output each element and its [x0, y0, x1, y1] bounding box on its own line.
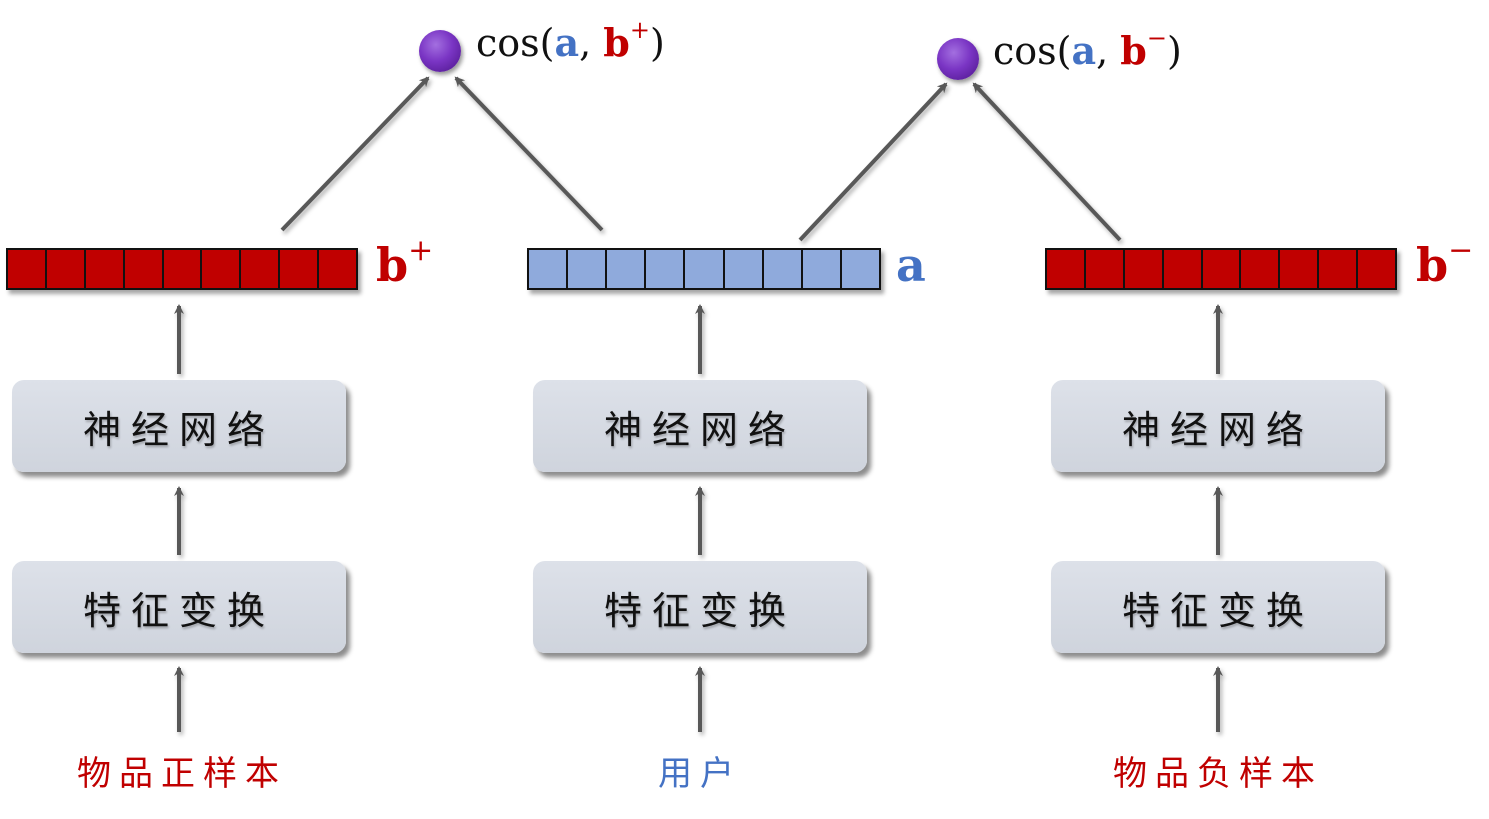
- vector-cell: [47, 250, 86, 288]
- vector-cell: [529, 250, 569, 288]
- vector-cell: [164, 250, 203, 288]
- vector-cell: [1047, 250, 1086, 288]
- vector-a-label: a: [896, 242, 926, 288]
- neural-network-box-user: 神经网络: [533, 380, 867, 472]
- feature-transform-box-positive: 特征变换: [12, 561, 346, 653]
- vector-cell: [764, 250, 803, 288]
- feature-transform-box-negative: 特征变换: [1051, 561, 1385, 653]
- arrow-bminus-to-cos-negative: [972, 82, 1122, 242]
- arg-b: b: [1120, 28, 1147, 73]
- input-label-positive-item: 物品正样本: [77, 754, 287, 794]
- vector-name: b: [376, 238, 409, 292]
- paren-open: (: [1056, 29, 1072, 73]
- vector-cell: [86, 250, 125, 288]
- box-label: 特征变换: [82, 588, 275, 633]
- box-label: 神经网络: [1121, 407, 1314, 452]
- vector-name: b: [1416, 238, 1449, 292]
- arrow-a-to-cos-positive: [454, 76, 604, 232]
- vector-cell: [8, 250, 47, 288]
- cos-positive-node: [419, 30, 461, 72]
- vector-cell: [725, 250, 764, 288]
- cos-func: cos: [993, 29, 1057, 73]
- vector-a: [527, 248, 881, 290]
- cos-negative-node: [937, 38, 979, 80]
- vector-cell: [607, 250, 647, 288]
- cos-func: cos: [476, 21, 540, 65]
- input-label-negative-item: 物品负样本: [1113, 754, 1323, 794]
- vector-cell: [1241, 250, 1281, 288]
- vector-cell: [241, 250, 281, 288]
- vector-cell: [280, 250, 320, 288]
- vector-cell: [1086, 250, 1125, 288]
- vector-cell: [1125, 250, 1164, 288]
- vector-cell: [1203, 250, 1242, 288]
- vector-cell: [568, 250, 608, 288]
- arg-a: a: [1071, 28, 1097, 73]
- paren-close: ): [1166, 29, 1182, 73]
- arg-b: b: [603, 20, 630, 65]
- neural-network-box-negative: 神经网络: [1051, 380, 1385, 472]
- vector-cell: [685, 250, 725, 288]
- paren-open: (: [539, 21, 555, 65]
- cos-positive-label: cos(a, b+): [476, 16, 665, 65]
- vector-cell: [842, 250, 879, 288]
- box-label: 神经网络: [603, 407, 796, 452]
- neural-network-box-positive: 神经网络: [12, 380, 346, 472]
- vector-cell: [125, 250, 164, 288]
- vector-cell: [1164, 250, 1203, 288]
- vector-cell: [1319, 250, 1359, 288]
- input-label-user: 用户: [658, 754, 742, 794]
- vector-cell: [202, 250, 242, 288]
- cos-negative-label: cos(a, b−): [993, 24, 1182, 73]
- sep: ,: [579, 21, 604, 65]
- vector-sup: −: [1448, 233, 1474, 268]
- vector-name: a: [896, 238, 926, 292]
- arrow-a-to-cos-negative: [798, 82, 948, 242]
- vector-cell: [319, 250, 356, 288]
- arg-b-sup: +: [629, 16, 650, 44]
- vector-sup: +: [408, 233, 434, 268]
- box-label: 特征变换: [1121, 588, 1314, 633]
- arrow-bplus-to-cos-positive: [280, 76, 430, 232]
- box-label: 神经网络: [82, 407, 275, 452]
- sep: ,: [1096, 29, 1121, 73]
- vector-cell: [1280, 250, 1320, 288]
- paren-close: ): [649, 21, 665, 65]
- vector-cell: [646, 250, 686, 288]
- vector-cell: [803, 250, 842, 288]
- vector-cell: [1358, 250, 1395, 288]
- arg-a: a: [554, 20, 580, 65]
- box-label: 特征变换: [603, 588, 796, 633]
- vector-b-plus: [6, 248, 358, 290]
- vector-b-minus: [1045, 248, 1397, 290]
- feature-transform-box-user: 特征变换: [533, 561, 867, 653]
- vector-b-minus-label: b−: [1416, 236, 1473, 289]
- arg-b-sup: −: [1146, 24, 1167, 52]
- vector-b-plus-label: b+: [376, 236, 433, 289]
